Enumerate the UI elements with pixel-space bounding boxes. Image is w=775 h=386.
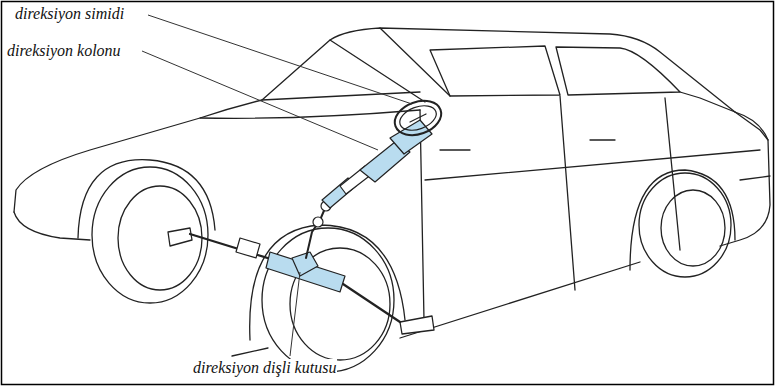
part-label: direksiyon kolonu xyxy=(6,42,122,60)
part-label: direksiyon simidi xyxy=(14,5,125,23)
leader-lines xyxy=(142,15,412,356)
part-label: direksiyon dişli kutusu xyxy=(192,359,337,377)
